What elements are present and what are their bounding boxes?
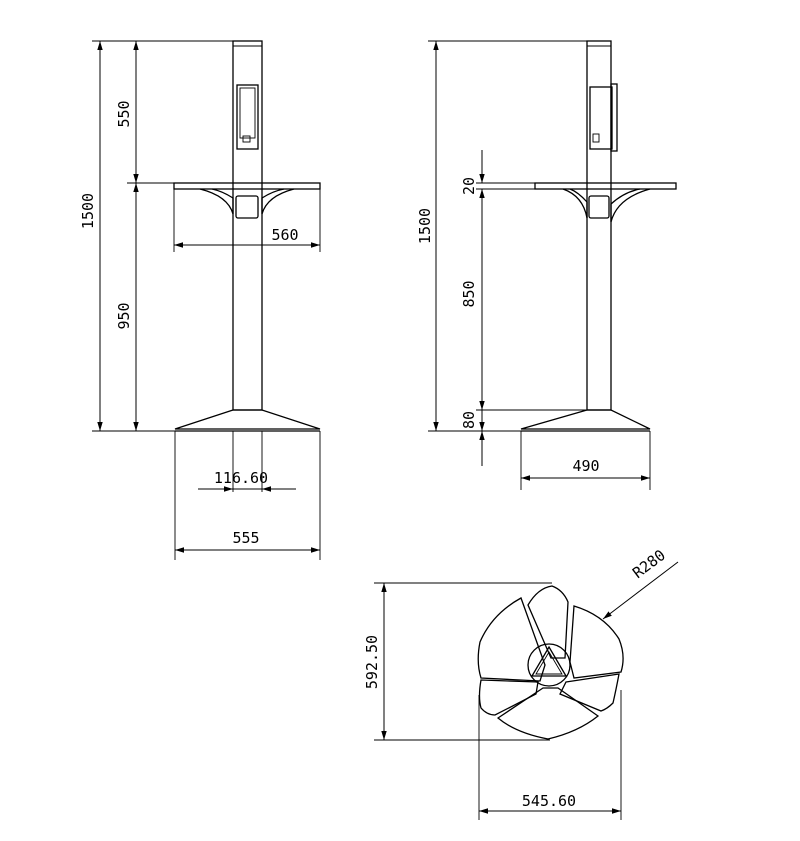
top-hub-circle bbox=[527, 643, 571, 687]
front-dim-total-height: 1500 bbox=[79, 193, 97, 229]
front-bracket-right bbox=[261, 188, 295, 215]
top-petal-1 bbox=[527, 585, 569, 659]
side-dim-mid-height: 850 bbox=[460, 280, 478, 307]
top-dim-width: 545.60 bbox=[522, 792, 576, 810]
front-bracket-left bbox=[199, 188, 234, 215]
front-dim-column-width: 116.60 bbox=[214, 469, 268, 487]
side-screen-panel bbox=[589, 86, 613, 150]
front-dim-top-width: 560 bbox=[271, 226, 298, 244]
side-tabletop bbox=[534, 182, 677, 190]
side-dim-total-height: 1500 bbox=[416, 208, 434, 244]
side-dim-top-thickness: 20 bbox=[460, 177, 478, 195]
top-view: 592.50 545.60 R280 bbox=[363, 546, 679, 820]
top-petal-2 bbox=[477, 597, 546, 682]
side-bracket-left bbox=[562, 188, 588, 219]
side-dim-base-height: 80 bbox=[460, 411, 478, 429]
top-petal-3 bbox=[569, 605, 624, 679]
side-dim-base-width: 490 bbox=[572, 457, 599, 475]
top-hub-triangle bbox=[530, 645, 568, 677]
top-petal-6 bbox=[496, 687, 600, 740]
front-dim-upper-height: 550 bbox=[115, 100, 133, 127]
front-screen-panel bbox=[236, 84, 259, 150]
front-base bbox=[174, 409, 321, 430]
front-tabletop bbox=[173, 182, 321, 190]
side-bracket-right bbox=[610, 188, 651, 223]
front-dim-base-width: 555 bbox=[232, 529, 259, 547]
front-dim-lower-height: 950 bbox=[115, 302, 133, 329]
top-petal-4 bbox=[559, 673, 620, 712]
side-base bbox=[520, 409, 651, 430]
side-view: 1500 20 850 80 490 bbox=[416, 40, 677, 490]
top-petal-5 bbox=[478, 679, 539, 716]
top-dim-depth: 592.50 bbox=[363, 635, 381, 689]
front-view: 1500 550 950 560 116.60 555 bbox=[79, 40, 321, 560]
top-dim-radius: R280 bbox=[629, 546, 669, 582]
